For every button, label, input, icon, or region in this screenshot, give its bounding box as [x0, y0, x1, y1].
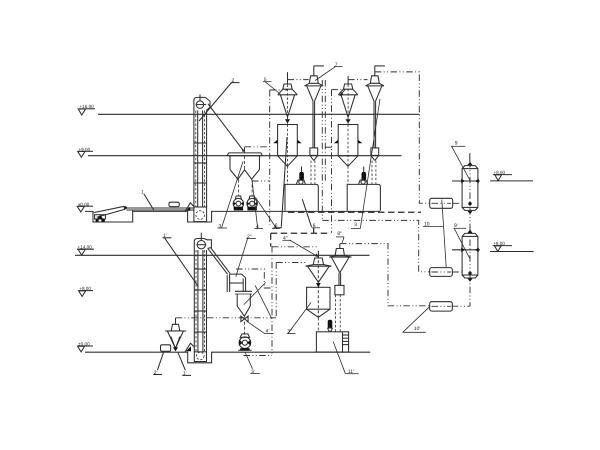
svg-text:+9.00: +9.00 — [79, 147, 91, 152]
svg-text:11′: 11′ — [348, 369, 354, 375]
svg-text:+16.00: +16.00 — [80, 104, 95, 109]
svg-text:1′: 1′ — [163, 233, 167, 239]
svg-text:+8.00: +8.00 — [493, 170, 505, 175]
svg-text:2: 2 — [232, 78, 235, 84]
svg-text:10′: 10′ — [414, 326, 421, 332]
svg-text:10: 10 — [424, 222, 430, 228]
svg-text:4′′: 4′′ — [283, 236, 288, 242]
svg-text:2′: 2′ — [154, 370, 158, 376]
svg-text:5′: 5′ — [251, 369, 255, 375]
svg-text:+14.00: +14.00 — [78, 245, 93, 250]
svg-text:6: 6 — [275, 223, 278, 229]
svg-text:+8.00: +8.00 — [79, 286, 91, 291]
svg-text:6: 6 — [313, 223, 316, 229]
svg-text:4′: 4′ — [266, 329, 270, 335]
svg-text:±0.00: ±0.00 — [78, 202, 90, 207]
svg-text:9: 9 — [455, 141, 458, 147]
svg-text:1: 1 — [141, 189, 144, 195]
svg-text:2′′: 2′′ — [247, 234, 252, 240]
svg-text:3′′: 3′′ — [287, 329, 292, 335]
svg-text:+8.00: +8.00 — [493, 241, 505, 246]
svg-text:1′: 1′ — [183, 371, 187, 377]
svg-text:8′′: 8′′ — [337, 231, 342, 237]
svg-text:5: 5 — [264, 77, 267, 83]
svg-text:3: 3 — [354, 222, 357, 228]
svg-text:±0.00: ±0.00 — [78, 342, 90, 347]
svg-text:7: 7 — [335, 62, 338, 68]
svg-text:3: 3 — [219, 223, 222, 229]
svg-text:4: 4 — [256, 224, 259, 230]
svg-text:9′: 9′ — [454, 223, 458, 229]
svg-text:4: 4 — [274, 224, 277, 230]
